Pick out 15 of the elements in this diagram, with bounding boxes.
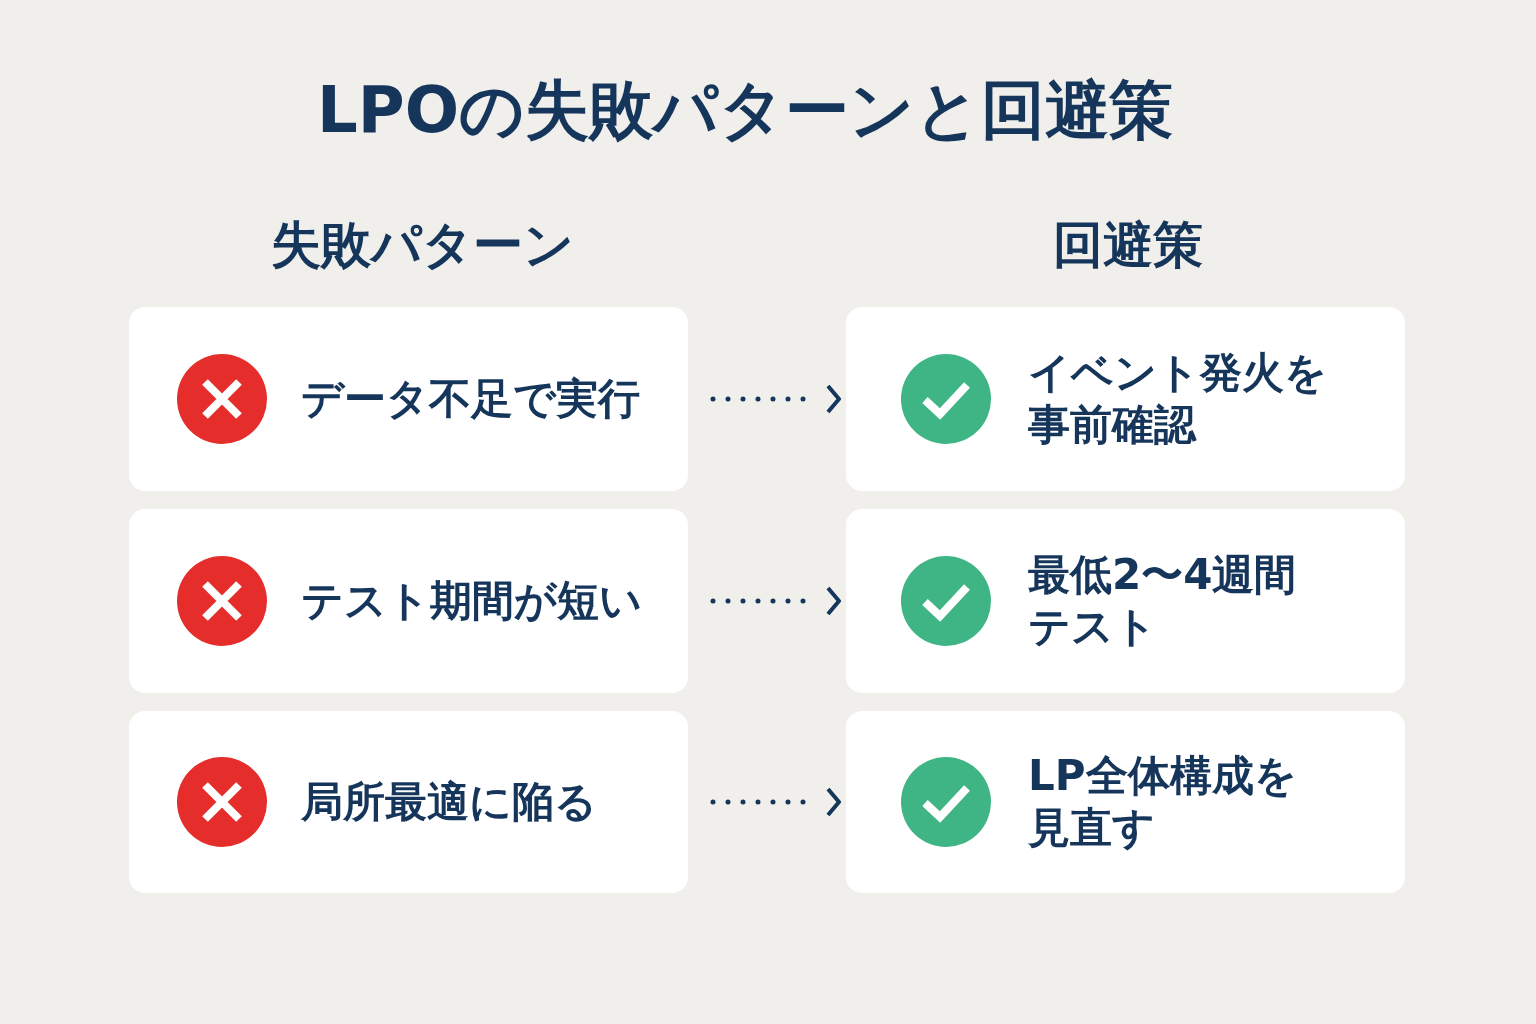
- item-card: [129, 711, 688, 893]
- item-card: [846, 711, 1405, 893]
- item-card: [846, 509, 1405, 693]
- item-card: [846, 307, 1405, 491]
- item-text: データ不足で実行: [301, 373, 641, 425]
- title: LPOの失敗パターンと回避策: [315, 72, 1175, 149]
- item-card: [129, 307, 688, 491]
- item-text: テスト期間が短い: [301, 575, 643, 627]
- column-heading: 回避策: [1053, 215, 1203, 275]
- item-text: イベント発火を事前確認: [1028, 347, 1328, 451]
- column-heading: 失敗パターン: [270, 215, 574, 275]
- item-text: LP全体構成を見直す: [1028, 750, 1298, 854]
- item-card: [129, 509, 688, 693]
- item-text: 局所最適に陥る: [301, 776, 598, 828]
- item-text: 最低2〜4週間テスト: [1028, 549, 1298, 653]
